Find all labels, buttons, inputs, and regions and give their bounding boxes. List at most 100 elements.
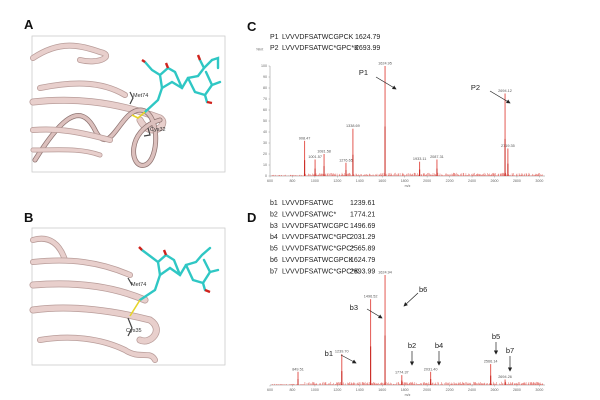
legend-mass: 1624.79	[350, 257, 375, 264]
legend-mass: 1239.61	[350, 200, 375, 207]
legend-sequence: LVVVDFSATWC	[282, 200, 333, 207]
structure-panel-a: Met74 Cys32	[29, 35, 226, 173]
x-tick-label: 1400	[356, 179, 364, 183]
y-tick-label: 60	[263, 108, 267, 112]
legend-id: b4	[270, 234, 278, 241]
y-tick-label: 90	[263, 75, 267, 79]
x-tick-label: 2800	[513, 388, 521, 392]
legend-mass: 1624.79	[355, 34, 380, 41]
peak-label: 1933.11	[413, 157, 426, 161]
peak-label: 2694.26	[498, 375, 512, 379]
y-axis-label: %Int	[256, 48, 263, 52]
residue-label-met74: Met74	[131, 282, 146, 288]
legend-id: P1	[270, 34, 279, 41]
peak-annotation: b2	[408, 341, 416, 350]
legend-sequence: LVVVDFSATWC*GPC*K	[282, 45, 359, 52]
peak-label: 1276.65	[339, 158, 353, 162]
y-tick-label: 40	[263, 130, 267, 134]
x-tick-label: 2600	[490, 388, 498, 392]
peak-annotation: b6	[419, 285, 427, 294]
y-tick-label: 20	[263, 152, 267, 156]
legend-sequence: LVVVDFSATWC*GPC*K	[282, 268, 359, 275]
y-tick-label: 0	[265, 174, 267, 178]
legend-sequence: LVVVDFSATWC*GPC	[282, 234, 351, 241]
peak-label: 1001.57	[308, 155, 322, 159]
x-axis-label: m/z	[405, 184, 411, 188]
annotation-arrow	[366, 308, 383, 319]
peak-annotation: P1	[359, 68, 368, 77]
legend-mass: 2693.99	[355, 45, 380, 52]
x-tick-label: 2400	[468, 179, 476, 183]
peak-annotation: P2	[471, 83, 480, 92]
peak-label: 1239.70	[335, 350, 349, 354]
x-tick-label: 1000	[311, 388, 319, 392]
peak-annotation: b7	[506, 346, 514, 355]
legend-mass: 1496.69	[350, 223, 375, 230]
y-tick-label: 50	[263, 119, 267, 123]
peak-label: 908.47	[299, 136, 311, 140]
ligand-molecule	[143, 56, 222, 114]
x-tick-label: 1800	[401, 388, 409, 392]
spectrum-noise	[271, 381, 544, 385]
x-tick-label: 800	[289, 388, 295, 392]
x-tick-label: 2600	[490, 179, 498, 183]
x-tick-label: 1200	[333, 179, 341, 183]
legend-id: b1	[270, 200, 278, 207]
mass-spectrum-d: b1 LVVVDFSATWC 1239.61 b2 LVVVDFSATWC* 1774.2…	[267, 200, 545, 397]
peak-annotation: b3	[350, 303, 358, 312]
x-axis-label: m/z	[405, 393, 411, 397]
y-tick-label: 80	[263, 86, 267, 90]
x-tick-label: 1200	[333, 388, 341, 392]
x-tick-label: 3000	[535, 388, 543, 392]
legend-mass: 1774.21	[350, 211, 375, 218]
peak-label: 1081.58	[317, 150, 331, 154]
y-tick-label: 30	[263, 141, 267, 145]
legend-id: b2	[270, 211, 278, 218]
peak-label: 2719.35	[501, 144, 515, 148]
y-tick-label: 10	[263, 163, 267, 167]
peak-annotation: b4	[435, 341, 443, 350]
annotation-arrow	[340, 354, 357, 364]
x-tick-label: 2400	[468, 388, 476, 392]
spectrum-noise	[271, 172, 544, 176]
oxygen-atoms	[141, 54, 213, 105]
legend-sequence: LVVVDFSATWC*GPC*	[282, 246, 354, 253]
structure-panel-b: Met74 Cys35	[29, 227, 226, 366]
peak-label: 1624.95	[378, 62, 392, 66]
x-tick-label: 2000	[423, 388, 431, 392]
x-tick-label: 600	[267, 388, 273, 392]
residue-label-cys32: Cys32	[150, 127, 166, 133]
peak-label: 1496.52	[364, 295, 378, 299]
x-tick-label: 2800	[513, 179, 521, 183]
legend-id: P2	[270, 45, 279, 52]
legend-sequence: LVVVDFSATWCGPC	[282, 223, 349, 230]
x-tick-label: 3000	[535, 179, 543, 183]
panel-label-d: D	[247, 210, 256, 225]
legend-id: b7	[270, 268, 278, 275]
peak-annotation: b1	[325, 349, 333, 358]
residue-label-cys35: Cys35	[126, 328, 142, 334]
x-tick-label: 1400	[356, 388, 364, 392]
peak-label: 849.51	[292, 367, 304, 371]
x-tick-label: 600	[267, 179, 273, 183]
x-tick-label: 2200	[446, 179, 454, 183]
legend-id: b6	[270, 257, 278, 264]
disulfide-bond	[131, 111, 146, 119]
legend-sequence: LVVVDFSATWCGPCK	[282, 257, 354, 264]
legend-mass: 2693.99	[350, 268, 375, 275]
peak-label: 1624.94	[378, 271, 392, 275]
panel-label-c: C	[247, 19, 257, 34]
peak-label: 2087.31	[430, 155, 444, 159]
x-tick-label: 2200	[446, 388, 454, 392]
legend-sequence: LVVVDFSATWC*	[282, 211, 336, 218]
legend-id: b3	[270, 223, 278, 230]
protein-ribbon	[29, 42, 166, 168]
legend-mass: 2565.89	[350, 246, 375, 253]
legend-id: b5	[270, 246, 278, 253]
annotation-arrow	[403, 292, 419, 307]
x-tick-label: 1600	[378, 179, 386, 183]
x-tick-label: 1000	[311, 179, 319, 183]
x-tick-label: 800	[289, 179, 295, 183]
peak-annotation: b5	[492, 332, 500, 341]
